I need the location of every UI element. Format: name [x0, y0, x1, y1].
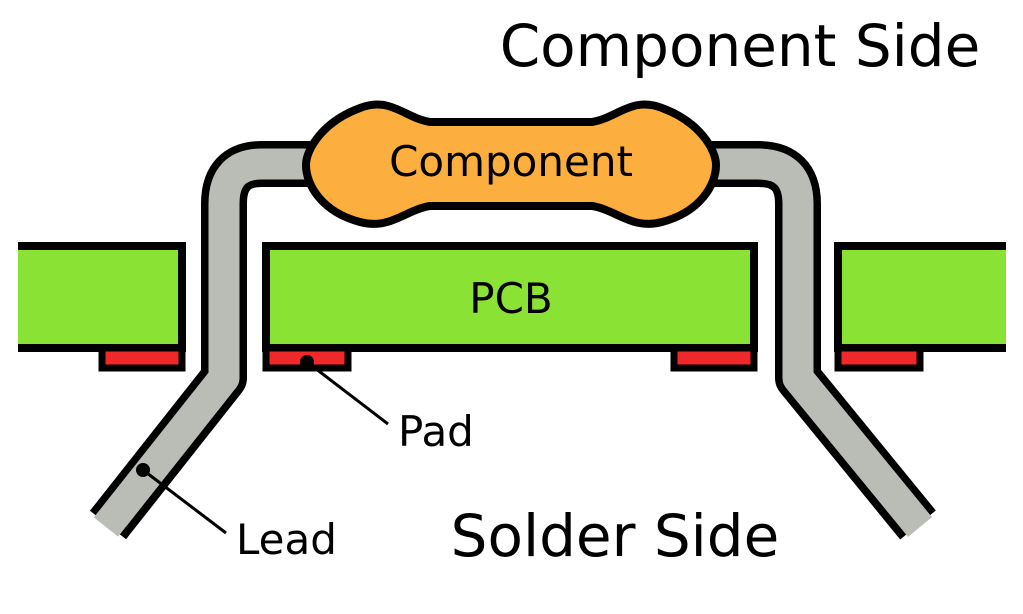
pads [98, 344, 924, 372]
pcb-segment-left [18, 246, 182, 348]
lead-left [93, 148, 312, 537]
pcb-segment-right [838, 246, 1006, 348]
pad-right-inner [670, 344, 758, 372]
component-body [301, 100, 721, 228]
pad-right-outer [834, 344, 924, 372]
pcb-segment-middle [262, 242, 758, 352]
pad-callout: Pad [300, 355, 474, 456]
lead-right [710, 148, 932, 537]
component-label: Component [389, 137, 633, 186]
lead-callout: Lead [136, 463, 337, 564]
component-side-title: Component Side [500, 12, 981, 80]
pad-callout-line [306, 360, 389, 426]
solder-side-title: Solder Side [451, 502, 780, 570]
pad-left-outer [98, 344, 186, 372]
lead-callout-line [142, 468, 227, 535]
lead-label: Lead [236, 515, 337, 564]
pcb-label: PCB [469, 274, 552, 323]
pad-label: Pad [398, 407, 474, 456]
leads [89, 141, 936, 540]
pcb-board [18, 242, 1006, 352]
